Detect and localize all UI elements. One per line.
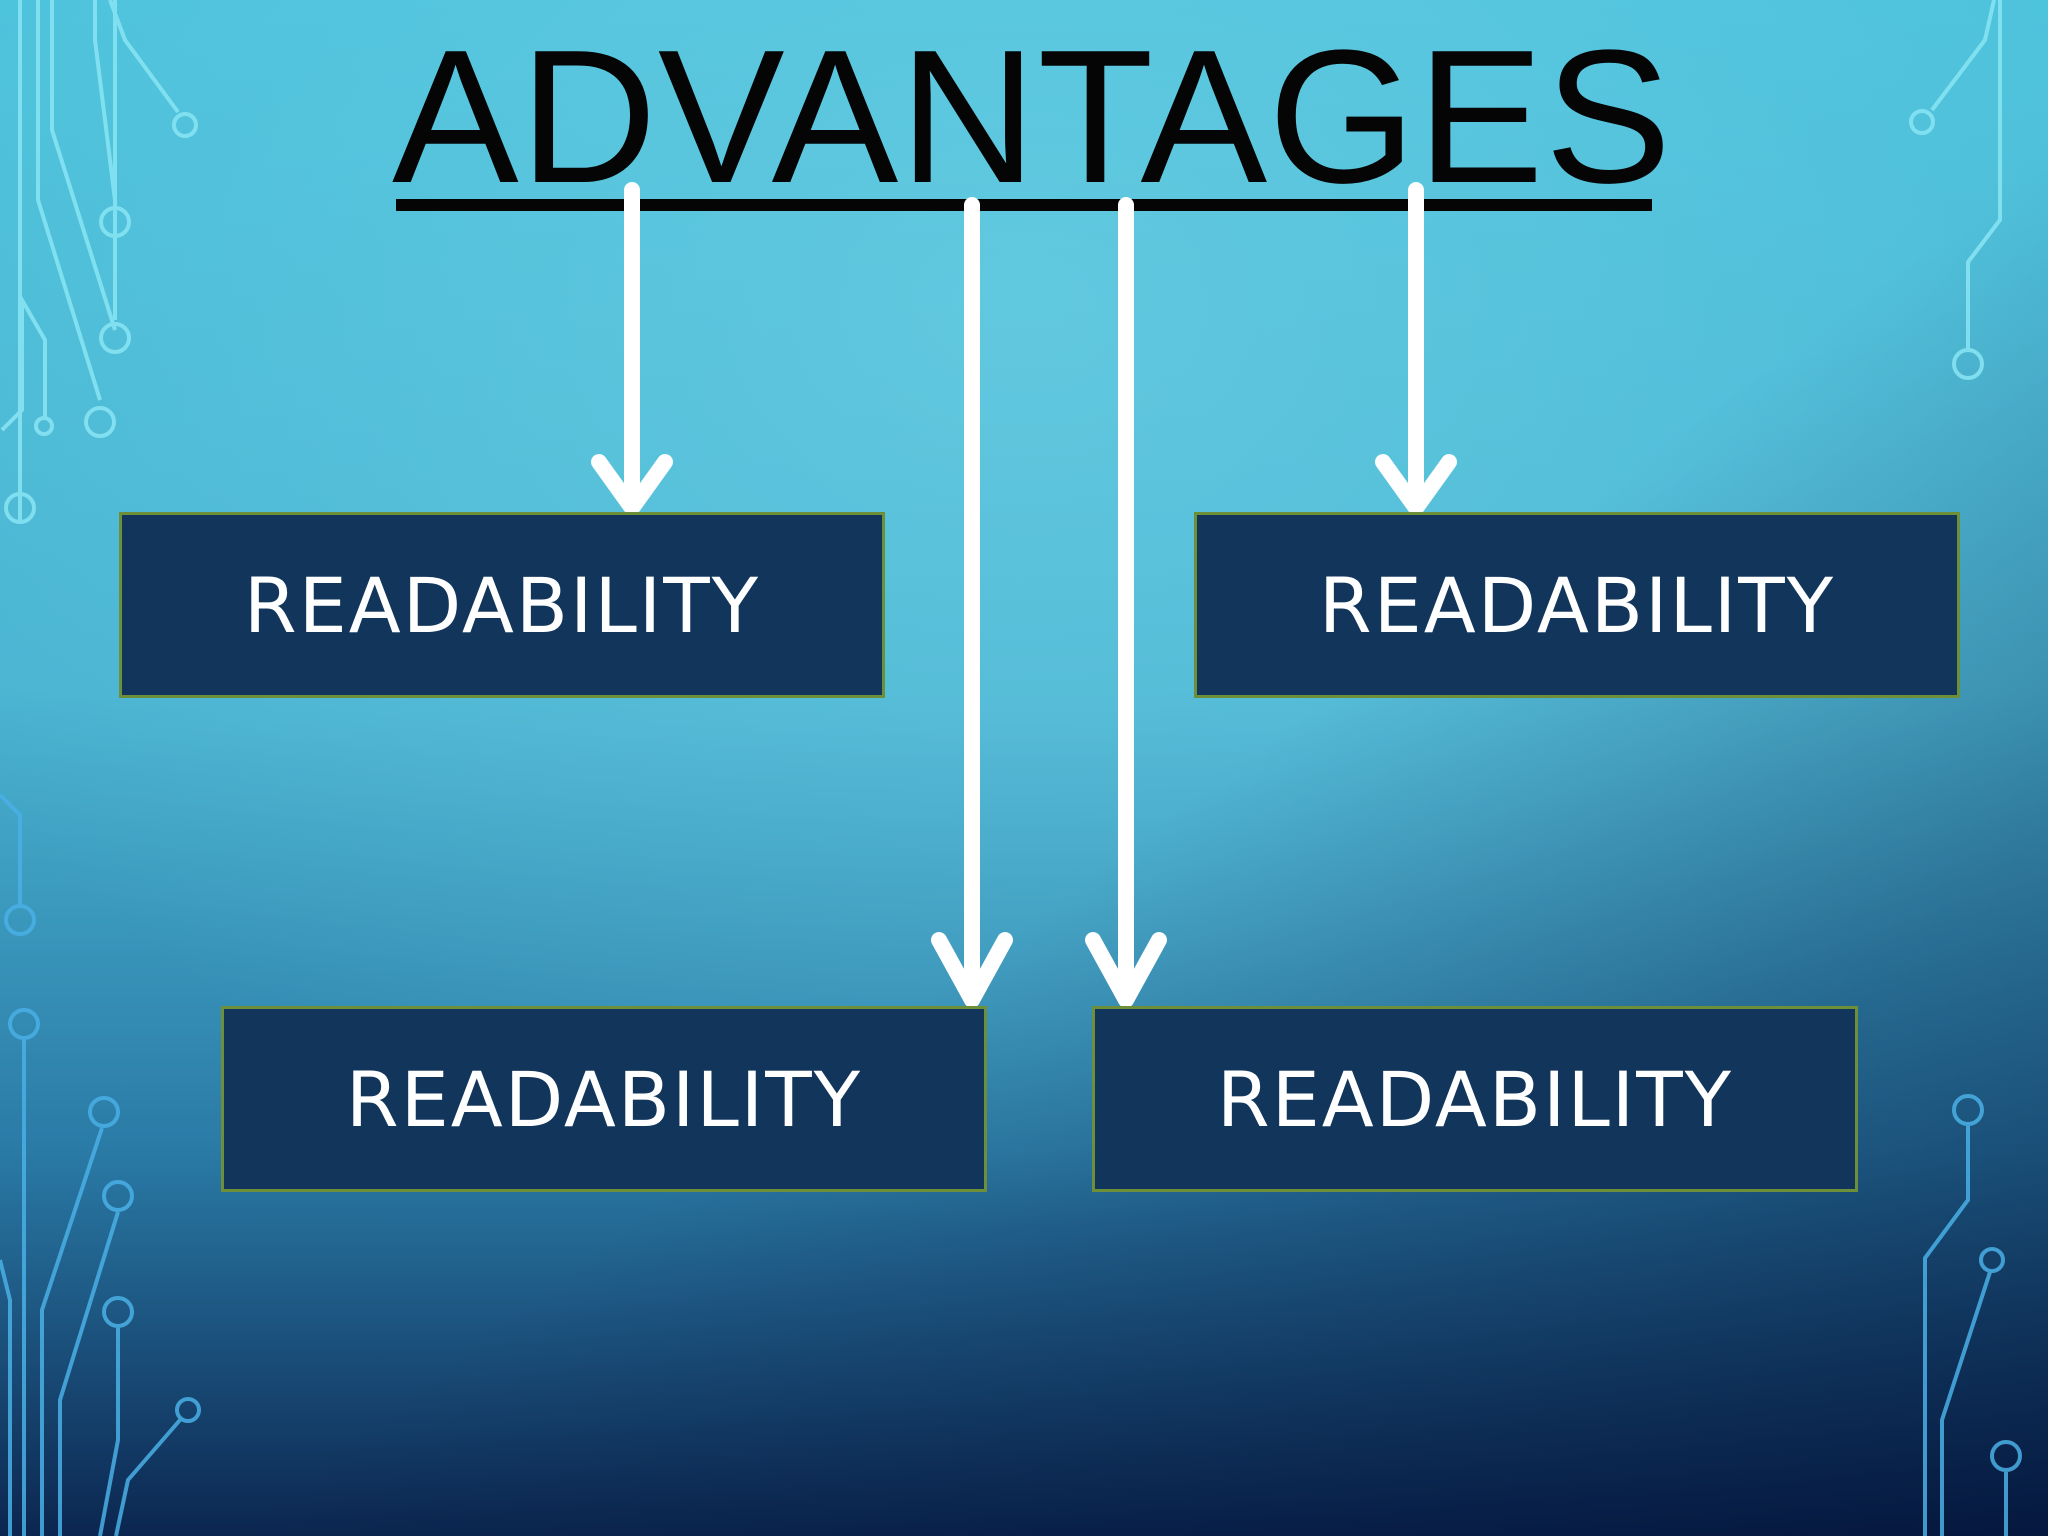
box-label: READABILITY (1217, 1055, 1733, 1144)
arrow-to-box-3 (939, 205, 1005, 1000)
box-label: READABILITY (1319, 561, 1835, 650)
box-label: READABILITY (244, 561, 760, 650)
readability-box-bottom-left: READABILITY (221, 1006, 987, 1192)
arrow-to-box-4 (1093, 205, 1159, 1000)
slide-title: ADVANTAGES (392, 22, 1654, 212)
arrow-to-box-2 (1383, 190, 1449, 508)
arrow-to-box-1 (599, 190, 665, 508)
readability-box-top-left: READABILITY (119, 512, 885, 698)
readability-box-bottom-right: READABILITY (1092, 1006, 1858, 1192)
readability-box-top-right: READABILITY (1194, 512, 1960, 698)
box-label: READABILITY (346, 1055, 862, 1144)
